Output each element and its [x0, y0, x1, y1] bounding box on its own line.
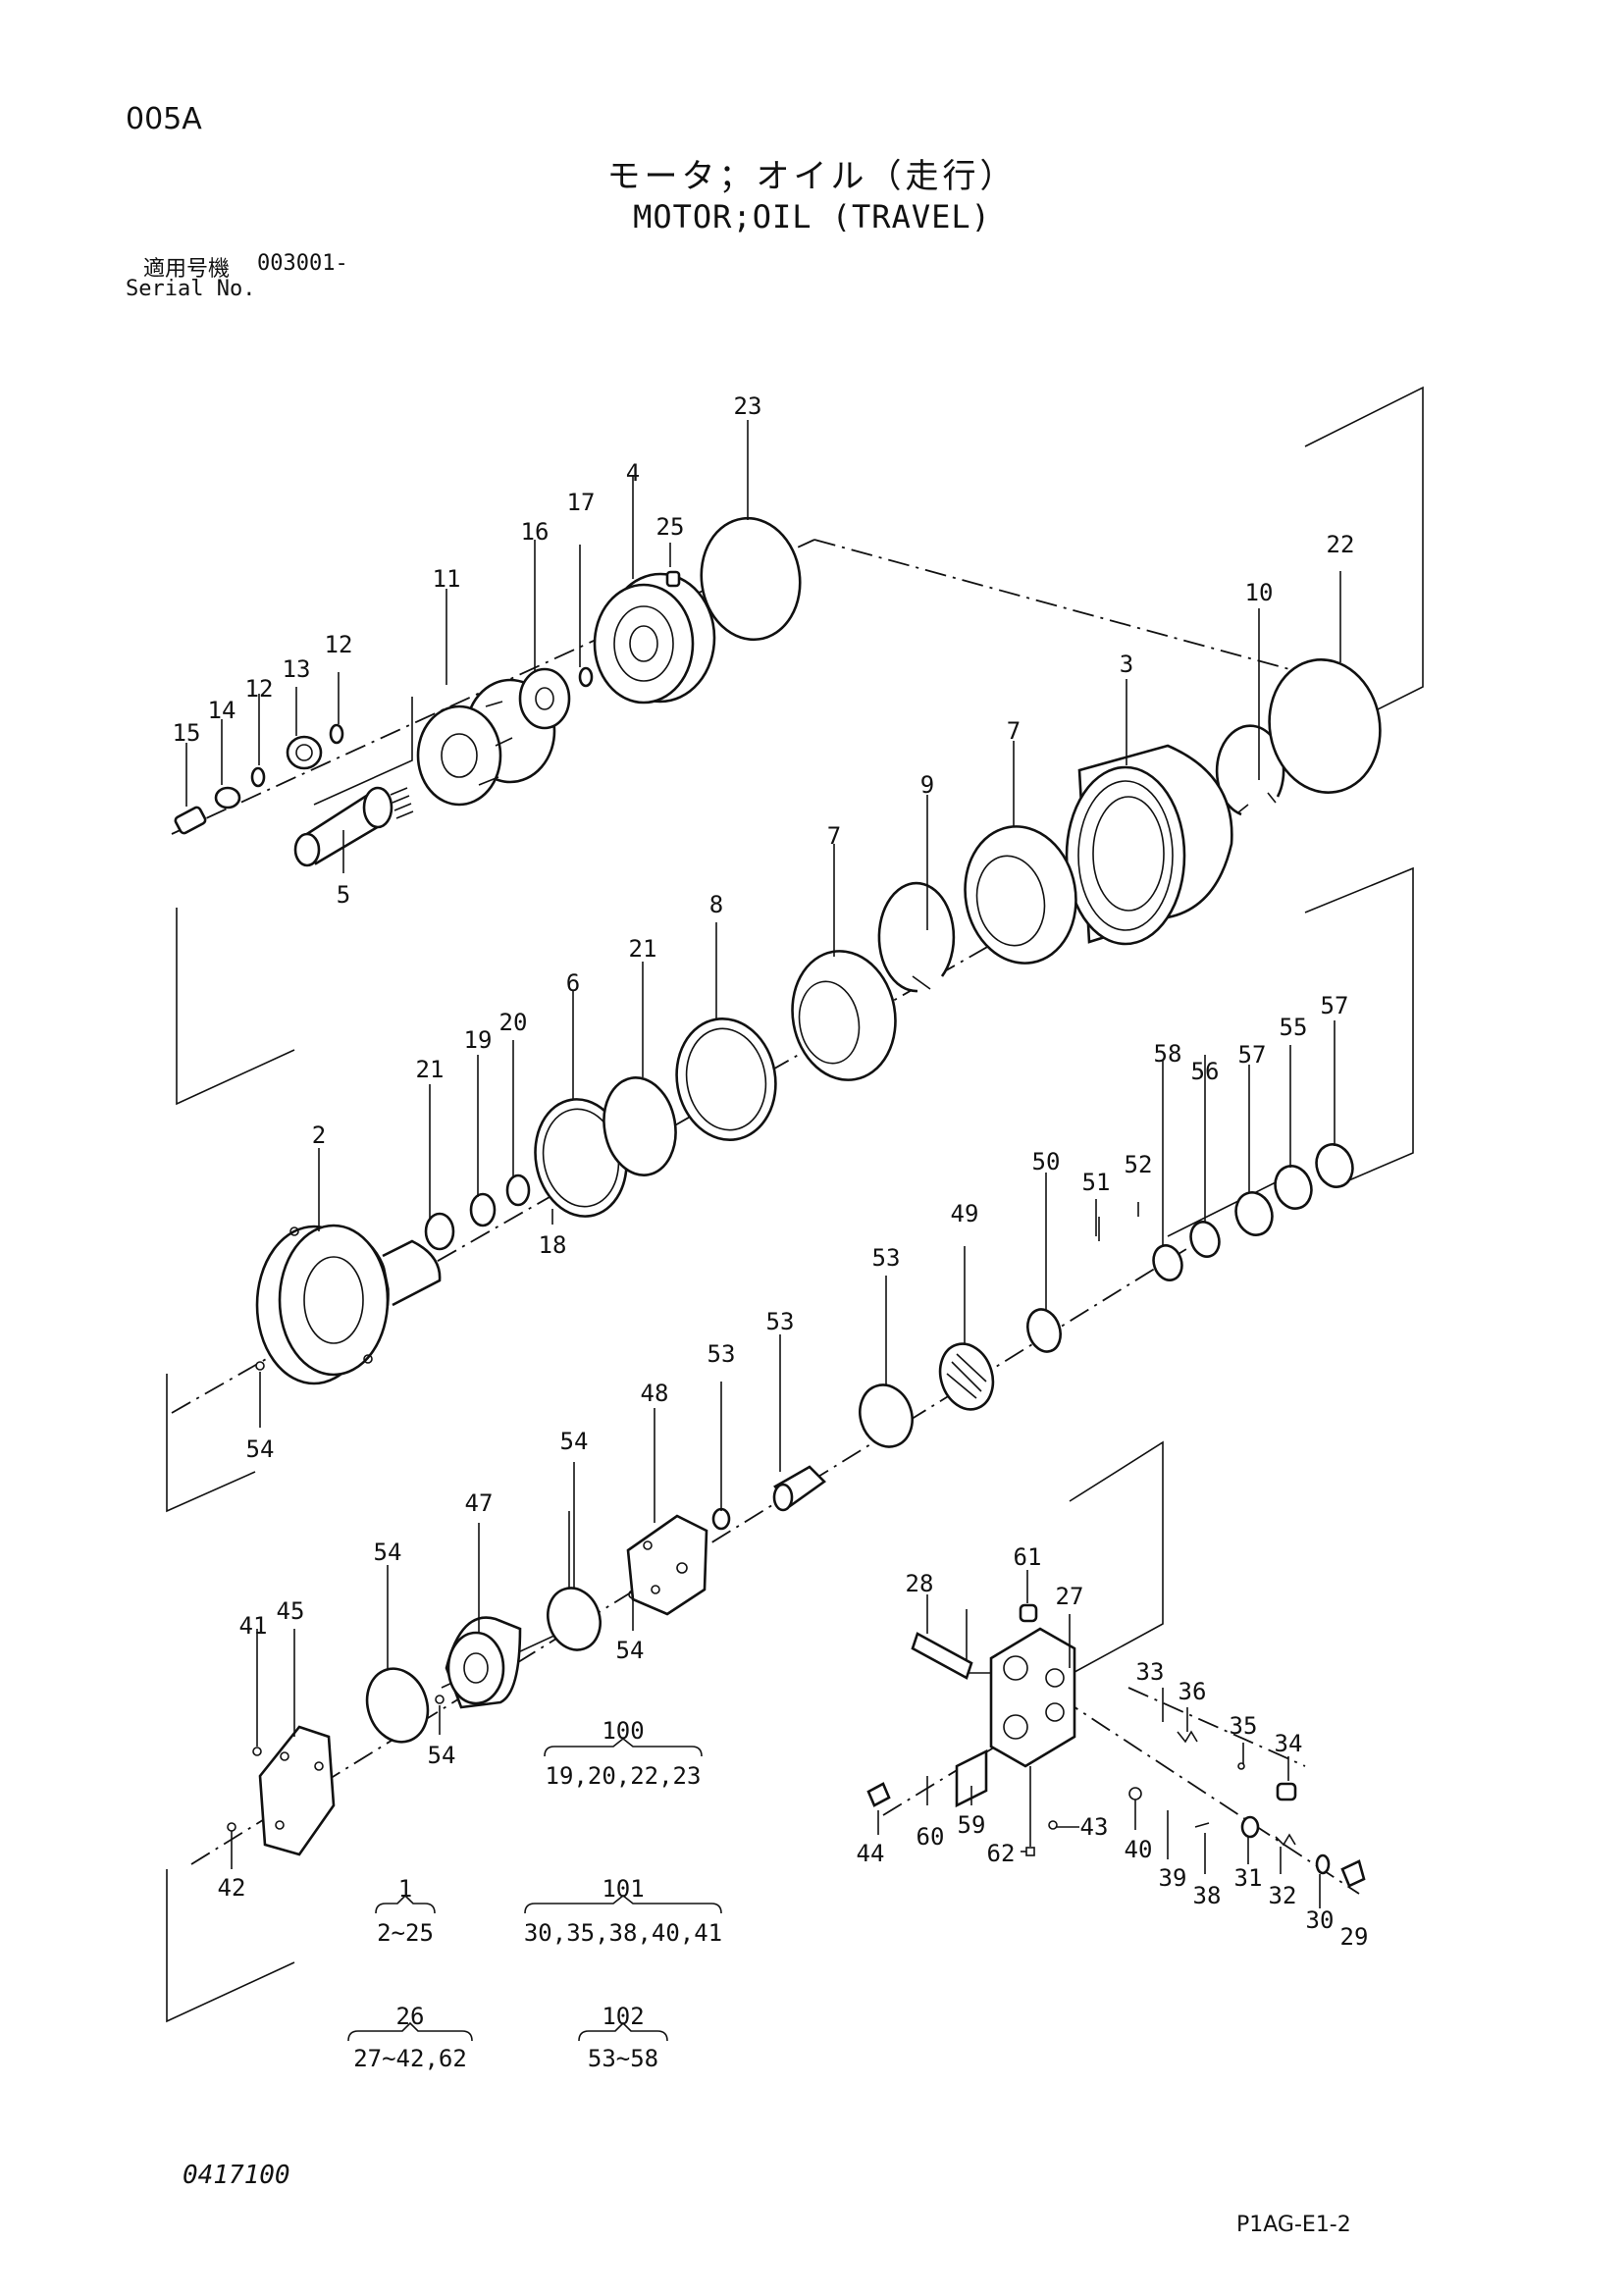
label-52: 53: [707, 1340, 736, 1368]
label-21: 21: [416, 1056, 445, 1083]
label-18: 18: [539, 1231, 567, 1259]
label-60: 60: [917, 1823, 945, 1851]
section-top-shaft: [171, 386, 1424, 1106]
label-3: 3: [1120, 651, 1133, 678]
label-20: 20: [499, 1009, 528, 1036]
label-61: 61: [1014, 1543, 1042, 1571]
label-44: 45: [277, 1597, 305, 1625]
label-35: 35: [1230, 1712, 1258, 1740]
section-rear-parts: [166, 1143, 1354, 2023]
label-4: 4: [626, 459, 640, 487]
label-59: 59: [958, 1811, 986, 1839]
label-30: 30: [1306, 1906, 1335, 1934]
sheet-id: P1AG-E1-2: [1236, 2213, 1351, 2237]
label-37: 38: [1193, 1882, 1222, 1909]
kit-102-number: 102: [602, 2003, 644, 2030]
label-24: 23: [734, 392, 762, 420]
label-41: 42: [218, 1874, 246, 1902]
section-valve-block: [866, 1603, 1366, 1895]
label-42: 43: [1080, 1813, 1109, 1841]
kit-1-number: 1: [398, 1875, 412, 1903]
label-31: 31: [1234, 1864, 1263, 1892]
label-22: 21: [629, 935, 657, 963]
label-40: 41: [239, 1612, 268, 1640]
label-16: 16: [521, 518, 550, 546]
kit-groups: 100 19,20,22,23 1 2~25 101 30,35,38,40,4…: [347, 1717, 722, 2072]
page-code: 005A: [126, 102, 202, 136]
label-12-a: 12: [325, 631, 353, 658]
label-38: 39: [1159, 1864, 1187, 1892]
kit-102-contents: 53~58: [588, 2045, 658, 2072]
kit-26-number: 26: [396, 2003, 425, 2030]
document-number: 0417100: [183, 2161, 290, 2190]
title-english: MOTOR;OIL (TRAVEL): [633, 198, 991, 235]
label-5: 5: [337, 881, 350, 909]
label-55: 55: [1280, 1014, 1308, 1041]
serial-number-value: 003001-: [257, 251, 348, 276]
label-62: 62: [987, 1840, 1016, 1867]
label-6: 6: [566, 969, 580, 997]
label-53-b: 54: [560, 1428, 589, 1455]
label-11: 11: [433, 565, 461, 593]
kit-1-contents: 2~25: [377, 1919, 434, 1947]
part-callouts: 23 4 17 16 25 11 12 13 12 14 15 5 3 10 2…: [173, 392, 1369, 1951]
label-33: 33: [1136, 1658, 1165, 1686]
label-10: 10: [1245, 579, 1274, 606]
label-53-c: 54: [374, 1539, 402, 1566]
title-japanese: モータ；オイル（走行）: [606, 157, 1018, 196]
kit-101-number: 101: [602, 1875, 644, 1903]
section-bearings: [166, 825, 1414, 1513]
label-58: 58: [1154, 1040, 1182, 1068]
label-43: 44: [857, 1840, 885, 1867]
kit-26-contents: 27~42,62: [353, 2045, 467, 2072]
kit-100-contents: 19,20,22,23: [546, 1762, 702, 1790]
serial-label-japanese: 適用号機: [143, 257, 231, 282]
label-14: 14: [208, 697, 236, 724]
label-54-c: 54: [616, 1637, 645, 1664]
label-50: 52: [1125, 1151, 1153, 1178]
label-53-a: 53: [872, 1244, 901, 1272]
label-15: 15: [173, 719, 201, 747]
label-7-a: 7: [1007, 717, 1021, 745]
label-54-b: 54: [428, 1742, 456, 1769]
label-17: 17: [567, 489, 596, 516]
label-25: 25: [656, 513, 685, 541]
label-19: 19: [464, 1026, 493, 1054]
label-47: 49: [951, 1200, 979, 1227]
label-28: 28: [906, 1570, 934, 1597]
label-48: 50: [1032, 1148, 1061, 1175]
label-32: 32: [1269, 1882, 1297, 1909]
label-57-a: 57: [1238, 1041, 1267, 1069]
kit-101-contents: 30,35,38,40,41: [524, 1919, 722, 1947]
label-46: 48: [641, 1380, 669, 1407]
label-23: 22: [1327, 531, 1355, 558]
label-7-b: 7: [827, 822, 841, 850]
label-2: 2: [312, 1122, 326, 1149]
label-34: 34: [1275, 1730, 1303, 1757]
serial-label-english: Serial No.: [126, 277, 256, 301]
label-45: 47: [465, 1489, 494, 1517]
label-36: 36: [1179, 1678, 1207, 1705]
label-29: 29: [1340, 1923, 1369, 1951]
label-39: 40: [1125, 1836, 1153, 1863]
label-27: 27: [1056, 1583, 1084, 1610]
label-51: 53: [766, 1308, 795, 1335]
label-56: 56: [1191, 1058, 1220, 1085]
label-49: 51: [1082, 1169, 1111, 1196]
label-54-a: 54: [246, 1435, 275, 1463]
label-12-b: 12: [245, 675, 274, 703]
label-9: 9: [920, 771, 934, 799]
kit-100-number: 100: [602, 1717, 644, 1745]
label-57-b: 57: [1321, 992, 1349, 1019]
label-13: 13: [283, 655, 311, 683]
label-8: 8: [709, 891, 723, 918]
